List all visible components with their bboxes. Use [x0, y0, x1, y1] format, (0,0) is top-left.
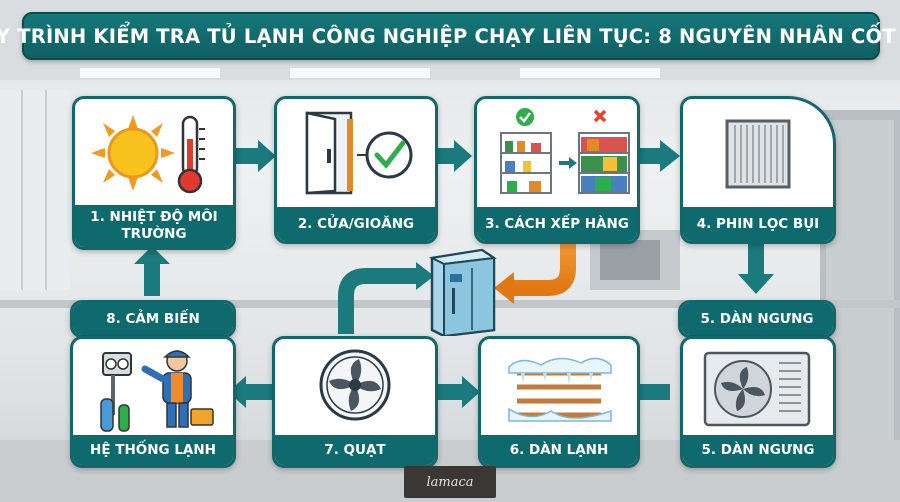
shelf-wrong-icon: [578, 109, 630, 194]
step-card-5-header: 5. DÀN NGƯNG: [678, 300, 836, 338]
step-label-refrigeration-system: HỆ THỐNG LẠNH: [73, 435, 233, 465]
step-label-4: 4. PHIN LỌC BỤI: [683, 207, 833, 241]
condenser-unit-icon: [703, 351, 811, 427]
step-card-4: 4. PHIN LỌC BỤI: [680, 96, 836, 244]
fan-icon: [319, 349, 391, 421]
step-label-3: 3. CÁCH XẾP HÀNG: [477, 207, 637, 241]
step-label-8: 8. CẢM BIẾN: [73, 303, 233, 335]
title-bar: QUY TRÌNH KIỂM TRA TỦ LẠNH CÔNG NGHIỆP C…: [0, 12, 900, 60]
technician-icon: [100, 350, 214, 432]
step-card-7: 7. QUẠT: [272, 336, 438, 468]
title-text: QUY TRÌNH KIỂM TRA TỦ LẠNH CÔNG NGHIỆP C…: [0, 24, 900, 48]
refrigerator-icon: [428, 248, 497, 338]
step-card-8-header: 8. CẢM BIẾN: [70, 300, 236, 338]
center-fridge: [422, 244, 500, 338]
step-label-5b: 5. DÀN NGƯNG: [683, 435, 833, 465]
shelf-correct-icon: [500, 108, 552, 194]
door-icon: [305, 111, 353, 195]
step-card-refrigeration-system: HỆ THỐNG LẠNH: [70, 336, 236, 468]
step-card-1: 1. NHIỆT ĐỘ MÔI TRƯỜNG: [72, 96, 236, 250]
brand-logo: lamaca: [404, 466, 496, 498]
step-card-2: 2. CỬA/GIOĂNG: [274, 96, 438, 244]
step-label-6: 6. DÀN LẠNH: [481, 435, 637, 465]
magnifier-check-icon: [357, 131, 413, 179]
step-card-6: 6. DÀN LẠNH: [478, 336, 640, 468]
thermometer-icon: [177, 115, 205, 194]
step-label-5a: 5. DÀN NGƯNG: [681, 303, 833, 335]
evaporator-coil-icon: [508, 357, 612, 422]
step-label-2: 2. CỬA/GIOĂNG: [277, 207, 435, 241]
sun-icon: [91, 115, 175, 191]
brand-logo-text: lamaca: [426, 474, 474, 490]
step-label-1: 1. NHIỆT ĐỘ MÔI TRƯỜNG: [75, 205, 233, 247]
filter-icon: [725, 119, 791, 189]
step-label-7: 7. QUẠT: [275, 435, 435, 465]
step-card-5: 5. DÀN NGƯNG: [680, 336, 836, 468]
step-card-3: 3. CÁCH XẾP HÀNG: [474, 96, 640, 244]
